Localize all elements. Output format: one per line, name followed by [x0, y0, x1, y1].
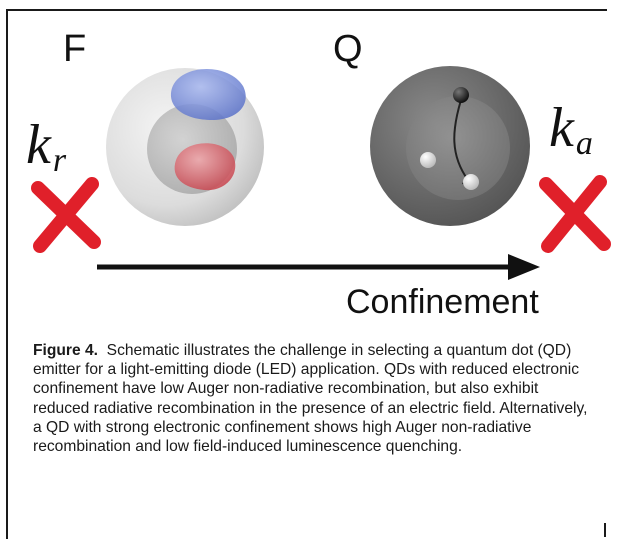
red-x-icon: [539, 175, 611, 253]
rate-symbol: k: [26, 114, 51, 176]
radiative-rate-label: kr: [26, 117, 66, 178]
electron-particle: [420, 152, 436, 168]
figure-illustration: [31, 66, 611, 280]
frame-corner-tick: [604, 523, 606, 537]
confinement-axis-label: Confinement: [346, 283, 539, 321]
figure-number: Figure 4.: [33, 342, 98, 359]
panel-label-f: F: [63, 28, 87, 70]
strong-confinement-dot: [370, 66, 530, 226]
dot-core: [406, 96, 510, 200]
electron-particle: [463, 174, 479, 190]
electron-wavefunction: [174, 143, 236, 191]
rate-subscript: a: [575, 125, 593, 162]
right-arrow-icon: [97, 254, 540, 280]
auger-rate-label: ka: [549, 100, 593, 161]
weak-confinement-dot: [106, 68, 264, 226]
caption-text: Schematic illustrates the challenge in s…: [33, 342, 588, 456]
figure-frame: [6, 9, 607, 539]
rate-symbol: k: [549, 97, 574, 159]
rate-subscript: r: [52, 142, 67, 179]
auger-transfer-path: [453, 99, 469, 181]
panel-label-q: Q: [333, 28, 363, 70]
hole-particle: [453, 87, 469, 103]
hole-wavefunction: [170, 68, 246, 120]
red-x-icon: [31, 177, 101, 253]
figure-caption: Figure 4. Schematic illustrates the chal…: [33, 341, 593, 456]
